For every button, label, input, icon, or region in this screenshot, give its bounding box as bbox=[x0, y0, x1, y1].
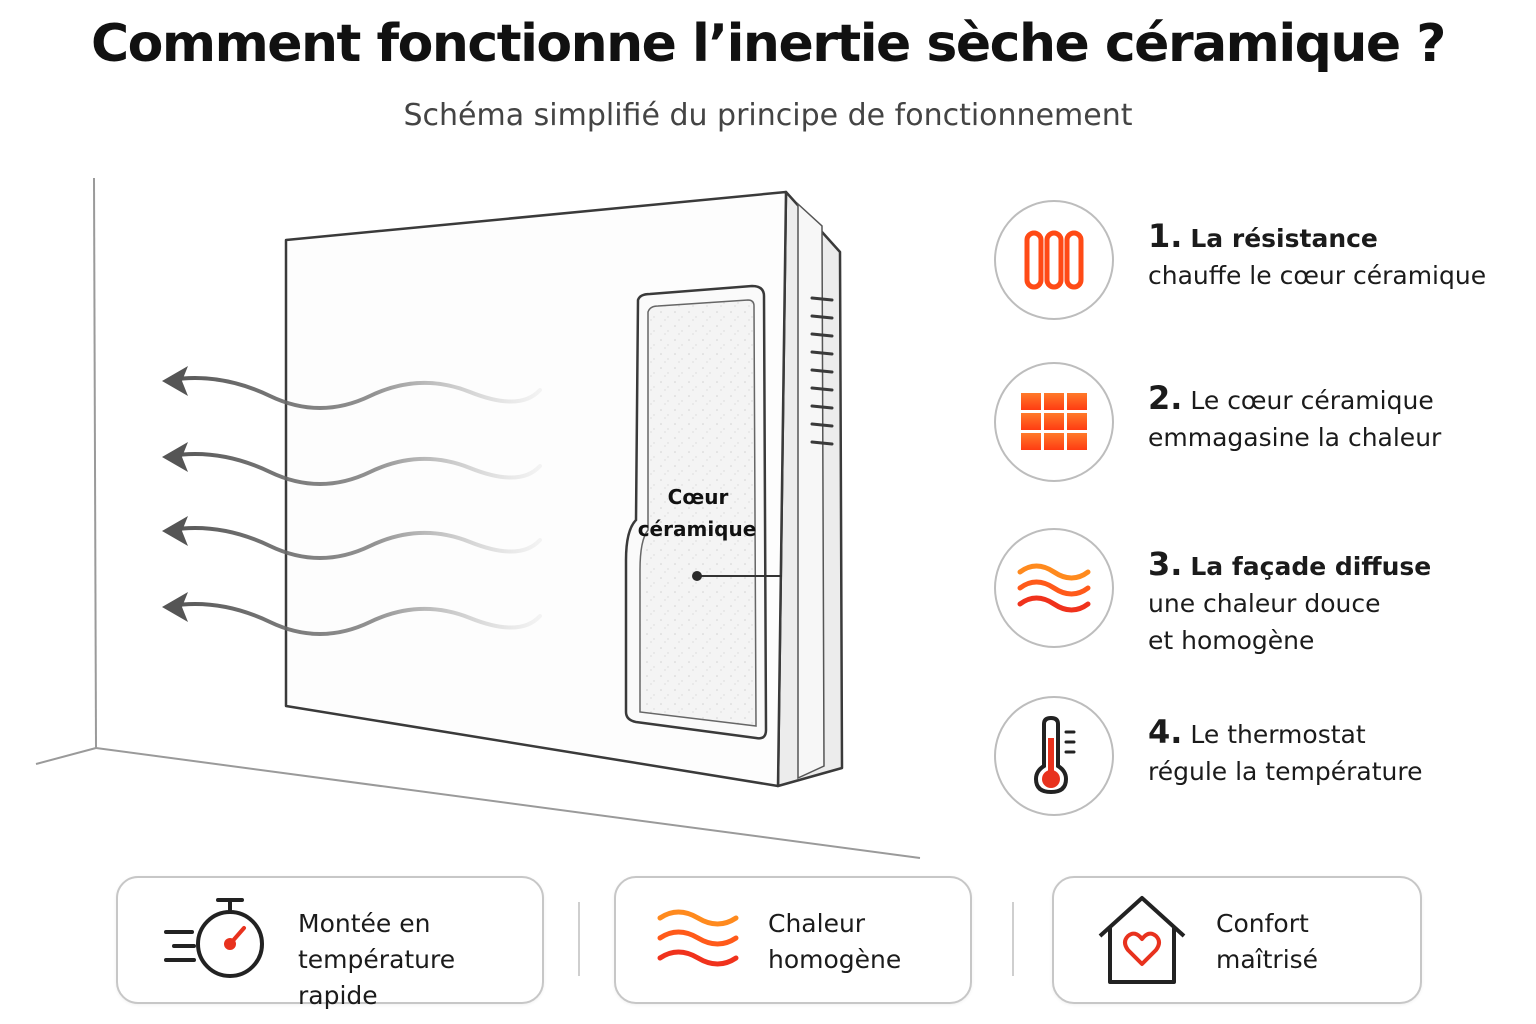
page-title: Comment fonctionne l’inertie sèche céram… bbox=[91, 14, 1446, 74]
step-1-number: 1. bbox=[1148, 217, 1183, 255]
step-3-description: une chaleur douce et homogène bbox=[1148, 589, 1381, 655]
step-3-number: 3. bbox=[1148, 545, 1183, 583]
side-vents bbox=[810, 296, 834, 446]
heat-waves-icon bbox=[656, 904, 740, 979]
step-3-heading: La façade diffuse bbox=[1190, 552, 1432, 581]
step-2-heading: Le cœur céramique bbox=[1190, 386, 1434, 415]
page-subtitle: Schéma simplifié du principe de fonction… bbox=[403, 98, 1133, 133]
step-3: 3. La façade diffuse une chaleur douce e… bbox=[994, 528, 1524, 655]
heat-wave-2 bbox=[168, 452, 542, 486]
benefit-card-homogeneous-heat: Chaleur homogène bbox=[614, 876, 972, 1004]
heat-wave-arrows bbox=[168, 376, 542, 636]
step-4: 4. Le thermostat régule la température bbox=[994, 696, 1524, 816]
step-2-description: emmagasine la chaleur bbox=[1148, 423, 1442, 452]
benefit-label-controlled-comfort: Confort maîtrisé bbox=[1216, 909, 1319, 974]
step-1-heading: La résistance bbox=[1190, 224, 1378, 253]
benefit-label-fast-heating: Montée en température rapide bbox=[298, 909, 456, 1010]
heat-waves-icon bbox=[994, 528, 1114, 648]
heat-wave-1 bbox=[168, 376, 542, 410]
arrow-head-3 bbox=[162, 516, 188, 546]
benefit-label-homogeneous-heat: Chaleur homogène bbox=[768, 909, 902, 974]
heater-diagram: Cœur céramique bbox=[35, 177, 921, 859]
core-pointer-dot bbox=[692, 571, 702, 581]
wall-lines bbox=[35, 177, 921, 859]
heat-wave-3 bbox=[168, 526, 542, 560]
separator bbox=[1012, 902, 1014, 976]
arrow-head-4 bbox=[162, 592, 188, 622]
arrow-head-2 bbox=[162, 442, 188, 472]
arrow-heads bbox=[162, 366, 188, 622]
resistance-icon bbox=[994, 200, 1114, 320]
core-label-line2: céramique bbox=[638, 517, 757, 541]
ceramic-core bbox=[624, 284, 768, 740]
step-2-text: 2. Le cœur céramique emmagasine la chale… bbox=[1148, 380, 1528, 456]
step-2: 2. Le cœur céramique emmagasine la chale… bbox=[994, 362, 1524, 482]
step-3-text: 3. La façade diffuse une chaleur douce e… bbox=[1148, 546, 1528, 659]
separator bbox=[578, 902, 580, 976]
step-1-text: 1. La résistance chauffe le cœur céramiq… bbox=[1148, 218, 1528, 294]
house-heart-icon bbox=[1094, 892, 1190, 993]
benefit-card-controlled-comfort: Confort maîtrisé bbox=[1052, 876, 1422, 1004]
ceramic-grid-icon bbox=[994, 362, 1114, 482]
step-2-number: 2. bbox=[1148, 379, 1183, 417]
step-4-description: régule la température bbox=[1148, 757, 1423, 786]
heat-wave-4 bbox=[168, 602, 542, 636]
core-label-line1: Cœur bbox=[668, 485, 729, 509]
step-4-number: 4. bbox=[1148, 713, 1183, 751]
step-4-text: 4. Le thermostat régule la température bbox=[1148, 714, 1528, 790]
thermometer-icon bbox=[994, 696, 1114, 816]
stopwatch-icon bbox=[162, 892, 272, 993]
benefit-card-fast-heating: Montée en température rapide bbox=[116, 876, 544, 1010]
arrow-head-1 bbox=[162, 366, 188, 396]
step-1-description: chauffe le cœur céramique bbox=[1148, 261, 1487, 290]
step-1: 1. La résistance chauffe le cœur céramiq… bbox=[994, 200, 1524, 320]
step-4-heading: Le thermostat bbox=[1190, 720, 1366, 749]
